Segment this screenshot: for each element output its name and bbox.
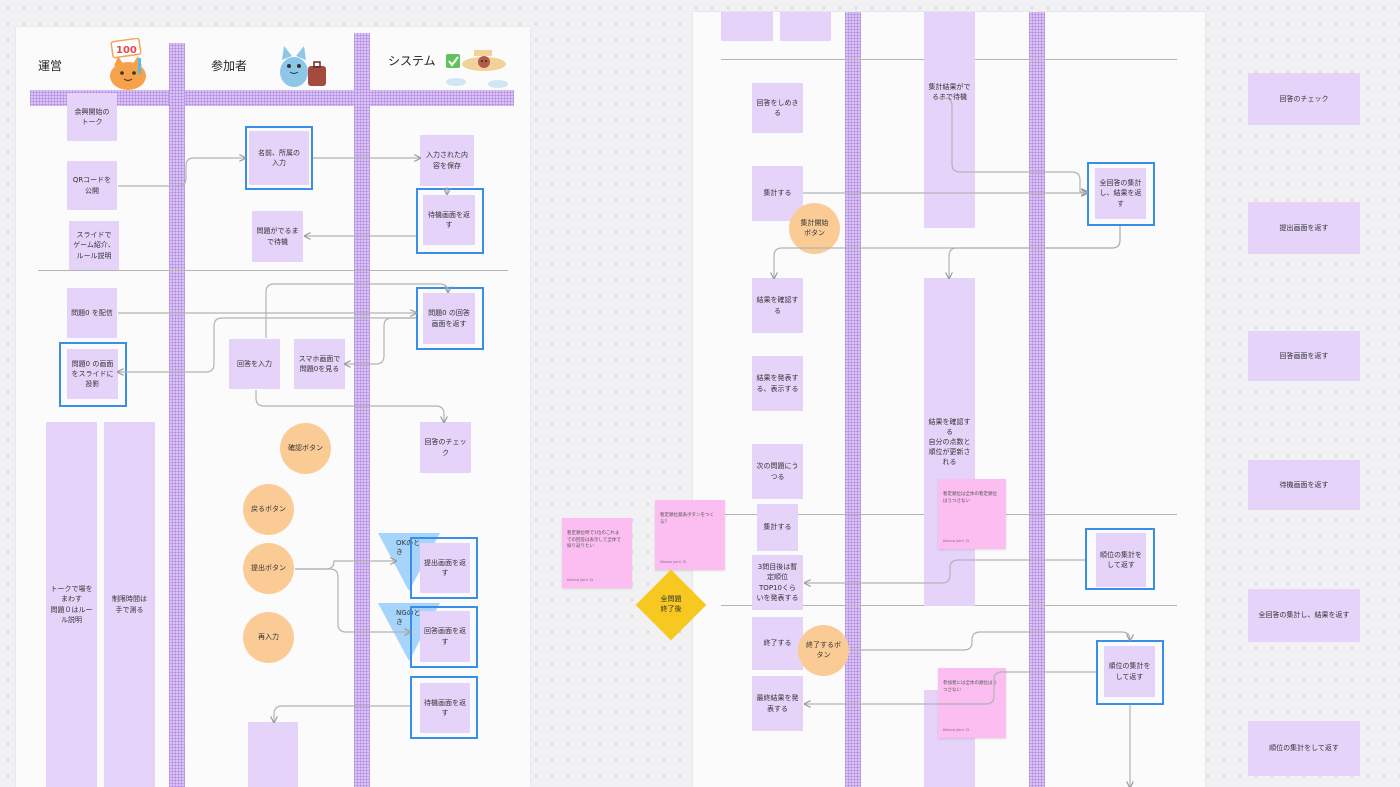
lane-divider-3 (845, 12, 861, 787)
sticky-qr-publish[interactable]: QRコードを 公開 (67, 161, 117, 210)
sticky-return-wait[interactable]: 待機画面を返 す (423, 195, 475, 245)
cat-100-illustration: 100 (110, 38, 146, 90)
label-ok: OKのと き (396, 539, 421, 557)
sticky-rank-aggregate-2[interactable]: 順位の集計を して返す (1104, 646, 1155, 697)
sticky-blank[interactable] (721, 12, 773, 41)
sticky-far-return-answer[interactable]: 回答画面を返す (1248, 331, 1360, 381)
sticky-next-question[interactable]: 次の問題にう つる (752, 444, 803, 499)
sticky-wait-result[interactable]: 集計結果がで るまで待機 (924, 12, 975, 228)
sticky-slide-intro[interactable]: スライドで ゲーム紹介、 ルール説明 (69, 221, 119, 270)
sticky-far-return-wait[interactable]: 待機画面を返す (1248, 460, 1360, 510)
lane-header-system: システム (388, 54, 436, 68)
sticky-far-aggregate-all[interactable]: 全回答の集計し、結果を返す (1248, 589, 1360, 642)
sticky-far-check-answer[interactable]: 回答のチェック (1248, 73, 1360, 125)
sticky-deliver-q0[interactable]: 問題0 を配信 (67, 288, 117, 338)
svg-text:100: 100 (116, 45, 137, 56)
button-submit[interactable]: 提出ボタン (243, 543, 294, 594)
sticky-enter-answer[interactable]: 回答を入力 (229, 339, 280, 389)
note-text: 暫定順位発表ボタンをつく る？ (660, 512, 714, 525)
note-author: Kibana Joint 15 (943, 727, 970, 732)
selection-frame (410, 537, 478, 599)
sticky-rank-aggregate[interactable]: 順位の集計を して返す (1096, 533, 1146, 587)
sticky-wait-question[interactable]: 問題がでるま で待機 (252, 211, 303, 262)
note-no-overall-rank[interactable]: 参加者には全体の順位はう つさない Kibana Joint 15 (938, 668, 1006, 738)
sticky-final-result[interactable]: 最終結果を発 表する (752, 676, 803, 731)
lane-header-operator: 運営 (38, 59, 63, 73)
selection-frame (59, 342, 127, 407)
decision-label: 全問題 終了後 (660, 595, 682, 613)
cat-luggage-illustration (280, 46, 326, 87)
note-text: 参加者には全体の順位はう つさない (943, 680, 997, 693)
sticky-time-limit[interactable]: 制限時間は 手で測る (104, 422, 155, 787)
sticky-return-q0[interactable]: 問題0 の回答 画面を返す (423, 293, 475, 344)
lane-header-participant: 参加者 (211, 59, 248, 73)
note-rank-button[interactable]: 暫定順位発表ボタンをつく る？ Kibana Joint 15 (655, 500, 725, 570)
note-text: 暫定順位時で1位のこれま での回答は表示して全体で 振り返りたい (567, 530, 621, 550)
lane-divider-2 (354, 33, 370, 787)
button-back[interactable]: 戻るボタン (243, 484, 294, 535)
sticky-name-input[interactable]: 名前、所属の 入力 (249, 131, 309, 185)
sticky-close-answers[interactable]: 回答をしめき る (752, 83, 803, 133)
sticky-return-wait-2[interactable]: 待機画面を返 す (420, 683, 470, 733)
selection-frame (410, 676, 478, 739)
phase-divider (38, 270, 508, 271)
lane-header-band (30, 90, 514, 106)
button-reenter[interactable]: 再入力 (243, 612, 294, 663)
sticky-confirm-result[interactable]: 結果を確認す る (752, 278, 803, 333)
sticky-return-answer[interactable]: 回答画面を返 す (420, 611, 470, 662)
button-aggregate-start[interactable]: 集計開始 ボタン (789, 203, 840, 254)
sticky-save-input[interactable]: 入力された内 容を保存 (420, 135, 474, 186)
sticky-end[interactable]: 終了する (752, 617, 803, 670)
lane-divider-1 (169, 43, 185, 787)
sticky-far-rank-aggregate[interactable]: 順位の集計をして返す (1248, 721, 1360, 776)
sticky-provisional-rank[interactable]: 3問目後は暫 定順位 TOP10くら いを発表する (752, 555, 803, 610)
button-end[interactable]: 終了するボ タン (798, 625, 849, 676)
sticky-aggregate-2[interactable]: 集計する (757, 504, 798, 551)
sticky-aggregate-all[interactable]: 全回答の集計 し、結果を返 す (1095, 168, 1146, 219)
note-author: Kibana Joint 15 (567, 577, 594, 582)
sticky-blank[interactable] (780, 12, 831, 41)
sticky-view-q0[interactable]: スマホ画面で 問題0を見る (294, 339, 345, 389)
note-show-top-answers[interactable]: 暫定順位時で1位のこれま での回答は表示して全体で 振り返りたい Kibana … (562, 518, 632, 588)
selection-frame (1085, 528, 1155, 590)
sticky-announce[interactable]: 結果を発表す る、表示する (752, 356, 803, 411)
note-text: 暫定順位は全体の暫定順位 はうつさない (943, 491, 997, 504)
sticky-project-q0[interactable]: 問題0 の画面 をスライドに 投影 (67, 349, 118, 399)
note-provisional-rank[interactable]: 暫定順位は全体の暫定順位 はうつさない Kibana Joint 15 (938, 479, 1006, 549)
sticky-check-answer[interactable]: 回答のチェック (420, 422, 471, 473)
sticky-return-submit[interactable]: 提出画面を返 す (420, 543, 470, 593)
cat-plane-illustration (446, 50, 508, 88)
sticky-far-return-submit[interactable]: 提出画面を返す (1248, 202, 1360, 254)
sticky-result-detail[interactable]: 結果を確認す る 自分の点数と 順位が更新さ れる (924, 278, 975, 606)
note-author: Kibana Joint 15 (660, 559, 687, 564)
note-author: Kibana Joint 15 (943, 538, 970, 543)
selection-frame (410, 606, 478, 668)
sticky-blank[interactable] (248, 722, 298, 787)
lane-divider-4 (1029, 12, 1045, 787)
button-confirm[interactable]: 確認ボタン (280, 423, 331, 474)
sticky-talk-mc[interactable]: トークで場を まわす 問題０はルー ル説明 (46, 422, 97, 787)
sticky-opening-talk[interactable]: 余興開始の トーク (67, 93, 117, 141)
